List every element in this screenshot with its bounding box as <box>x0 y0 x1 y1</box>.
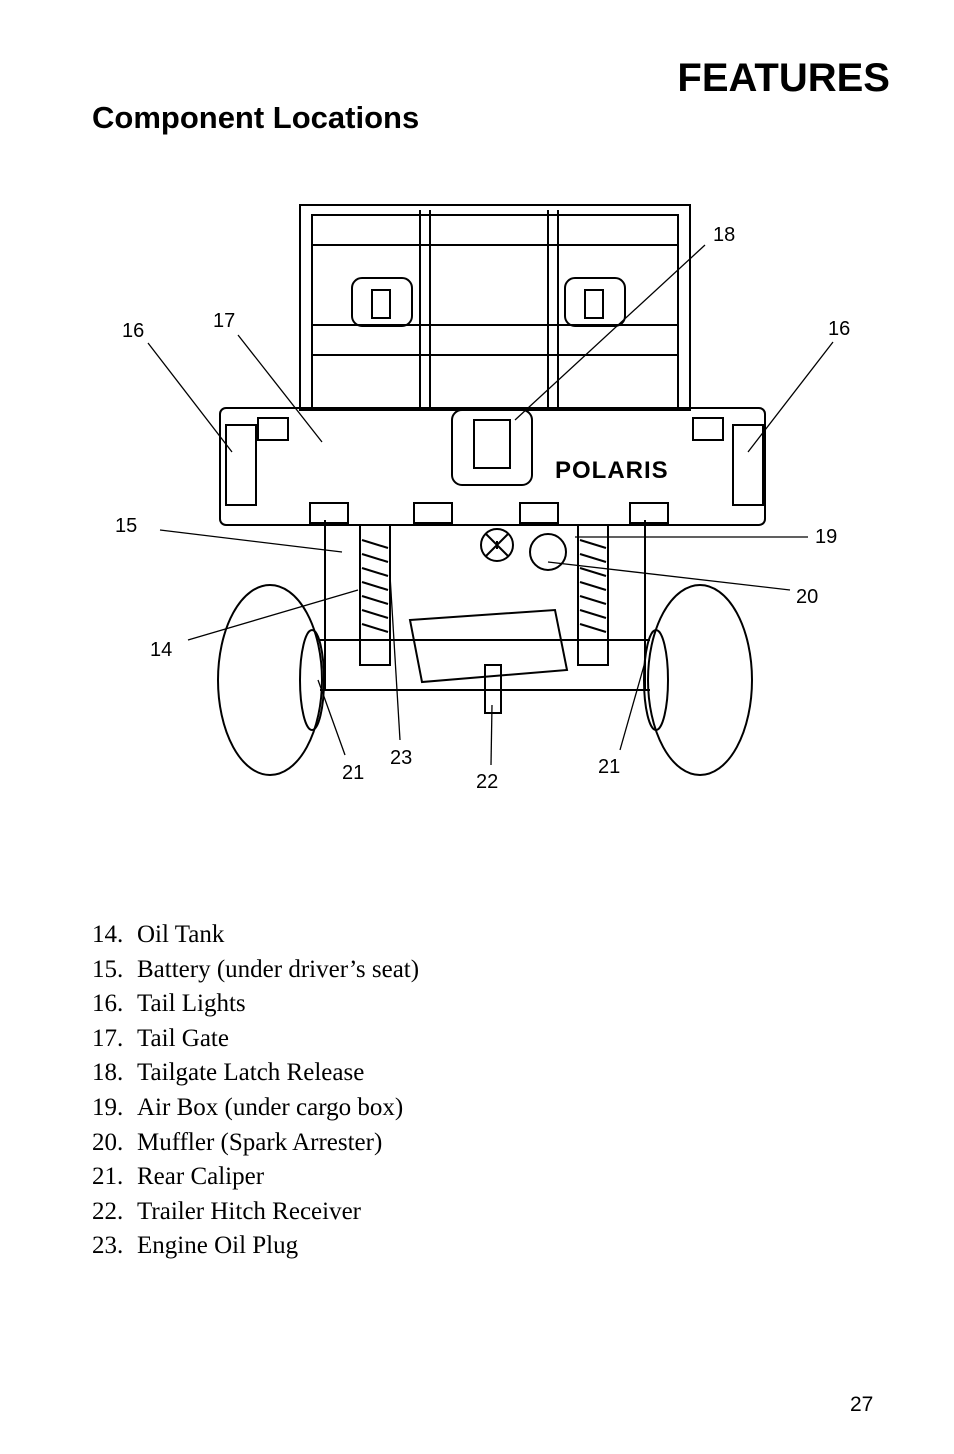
item-number: 23. <box>92 1232 124 1260</box>
item-number: 21. <box>92 1163 124 1191</box>
list-item: 19. Air Box (under cargo box) <box>92 1091 419 1126</box>
item-text: Trailer Hitch Receiver <box>137 1197 361 1225</box>
list-item: 15. Battery (under driver’s seat) <box>92 953 419 988</box>
roll-cage <box>299 204 691 411</box>
item-number: 22. <box>92 1197 124 1225</box>
item-text: Tail Gate <box>137 1024 229 1052</box>
list-item: 23. Engine Oil Plug <box>92 1229 419 1264</box>
callout-22: 22 <box>476 771 498 793</box>
list-item: 22. Trailer Hitch Receiver <box>92 1195 419 1230</box>
tail-light-left <box>225 424 257 506</box>
page-title: Component Locations <box>92 100 420 135</box>
item-text: Oil Tank <box>137 921 225 948</box>
callout-14: 14 <box>150 639 172 661</box>
item-text: Muffler (Spark Arrester) <box>137 1128 383 1156</box>
list-item: 17. Tail Gate <box>92 1022 419 1057</box>
callout-lines <box>147 244 834 766</box>
callout-17: 17 <box>213 310 235 332</box>
item-text: Rear Caliper <box>137 1163 265 1191</box>
item-text: Engine Oil Plug <box>137 1232 299 1260</box>
callout-21-right: 21 <box>598 756 620 778</box>
callout-19: 19 <box>815 526 837 548</box>
page-number: 27 <box>850 1393 874 1416</box>
shock-left <box>359 524 391 666</box>
list-item: 16. Tail Lights <box>92 987 419 1022</box>
latch-release <box>451 409 533 486</box>
brand-logo: POLARIS <box>555 457 669 484</box>
component-diagram: POLARIS 16 17 18 16 15 19 20 14 <box>115 204 850 793</box>
list-item: 14. Oil Tank <box>92 918 419 953</box>
list-item: 18. Tailgate Latch Release <box>92 1056 419 1091</box>
callout-20: 20 <box>796 586 818 608</box>
callout-18: 18 <box>713 224 735 246</box>
item-number: 20. <box>92 1128 124 1156</box>
undercarriage <box>217 520 753 776</box>
item-text: Battery (under driver’s seat) <box>137 955 420 983</box>
list-item: 20. Muffler (Spark Arrester) <box>92 1126 419 1161</box>
item-number: 14. <box>92 921 124 948</box>
component-legend: 14. Oil Tank 15. Battery (under driver’s s… <box>92 918 419 1264</box>
item-text: Tailgate Latch Release <box>137 1059 365 1087</box>
callout-16-right: 16 <box>828 318 850 340</box>
callout-16-left: 16 <box>122 320 144 342</box>
section-header: FEATURES <box>677 56 890 100</box>
cargo-box <box>219 407 766 526</box>
shock-right <box>577 524 609 666</box>
callout-21-left: 21 <box>342 762 364 784</box>
callout-15: 15 <box>115 515 137 537</box>
item-text: Air Box (under cargo box) <box>137 1093 404 1121</box>
item-number: 16. <box>92 990 124 1018</box>
oil-tank <box>408 608 569 684</box>
item-text: Tail Lights <box>137 990 246 1018</box>
item-number: 15. <box>92 955 124 983</box>
item-number: 19. <box>92 1093 124 1121</box>
item-number: 18. <box>92 1059 124 1087</box>
tail-light-right <box>732 424 764 506</box>
list-item: 21. Rear Caliper <box>92 1160 419 1195</box>
callout-23: 23 <box>390 747 412 769</box>
item-number: 17. <box>92 1024 124 1052</box>
